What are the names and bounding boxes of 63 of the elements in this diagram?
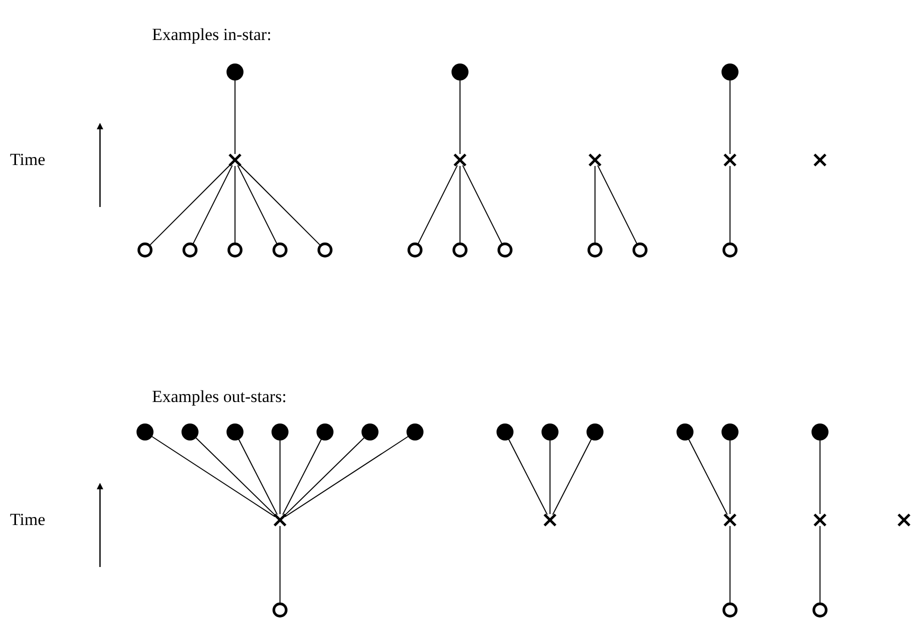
filled-dot (541, 423, 559, 441)
open-circle (722, 602, 738, 618)
open-circle (452, 242, 468, 258)
filled-dot (181, 423, 199, 441)
cross-mark (897, 513, 911, 527)
filled-dot (136, 423, 154, 441)
open-circle (722, 242, 738, 258)
open-circle (812, 602, 828, 618)
filled-dot (316, 423, 334, 441)
filled-dot (496, 423, 514, 441)
connector-line (418, 164, 458, 244)
connector-line (151, 436, 276, 518)
filled-dot (271, 423, 289, 441)
connector-line (192, 164, 233, 244)
connector-line (237, 164, 278, 244)
open-circle (182, 242, 198, 258)
filled-dot (226, 423, 244, 441)
connector-line (282, 438, 322, 516)
cross-mark (453, 153, 467, 167)
connector-line (238, 438, 278, 516)
open-circle (317, 242, 333, 258)
axis-label: Time (10, 150, 46, 170)
section-heading: Examples in-star: (152, 25, 272, 45)
open-circle (272, 242, 288, 258)
connector-line (149, 164, 232, 246)
open-circle (272, 602, 288, 618)
cross-mark (723, 153, 737, 167)
filled-dot (676, 423, 694, 441)
connector-line (462, 164, 502, 244)
connector-line (552, 438, 592, 516)
section-heading: Examples out-stars: (152, 387, 287, 407)
connector-line (195, 437, 276, 516)
cross-mark (543, 513, 557, 527)
filled-dot (811, 423, 829, 441)
cross-mark (273, 513, 287, 527)
open-circle (227, 242, 243, 258)
connector-line (234, 80, 236, 154)
filled-dot (721, 423, 739, 441)
open-circle (632, 242, 648, 258)
open-circle (137, 242, 153, 258)
connector-line (597, 164, 638, 244)
connector-line (238, 164, 321, 246)
connector-line (284, 437, 365, 516)
filled-dot (361, 423, 379, 441)
cross-mark (813, 153, 827, 167)
filled-dot (451, 63, 469, 81)
filled-dot (586, 423, 604, 441)
open-circle (497, 242, 513, 258)
cross-mark (723, 513, 737, 527)
connector-line (508, 438, 548, 516)
filled-dot (406, 423, 424, 441)
connector-line (284, 436, 409, 518)
connector-line (594, 166, 596, 244)
filled-dot (721, 63, 739, 81)
open-circle (587, 242, 603, 258)
axis-label: Time (10, 510, 46, 530)
connector-line (234, 166, 236, 244)
cross-mark (813, 513, 827, 527)
connector-line (688, 438, 728, 516)
filled-dot (226, 63, 244, 81)
open-circle (407, 242, 423, 258)
cross-mark (228, 153, 242, 167)
cross-mark (588, 153, 602, 167)
